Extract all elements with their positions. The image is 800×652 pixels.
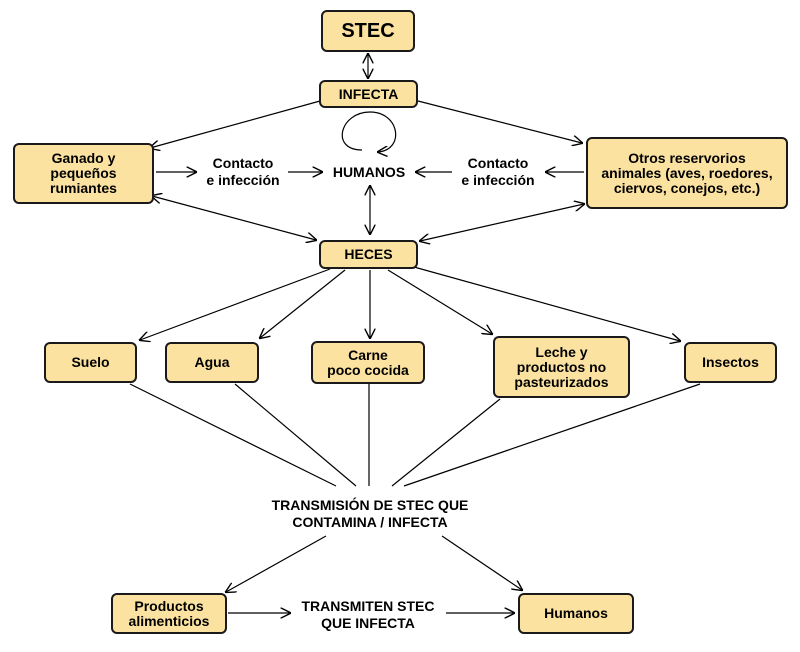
line-suelo-transmision	[129, 383, 337, 487]
suelo-box: Suelo	[44, 342, 137, 383]
contacto-infeccion-left-label: Contacto e infección	[206, 155, 280, 188]
contacto-infeccion-right-label: Contacto e infección	[461, 155, 535, 188]
humanos-self-loop	[341, 111, 397, 152]
arrow-heces-insectos	[413, 266, 680, 341]
arrow-heces-suelo	[140, 268, 331, 340]
insectos-box: Insectos	[684, 342, 777, 383]
line-agua-transmision	[234, 383, 357, 487]
humanos-bottom-box: Humanos	[518, 593, 634, 634]
arrow-infecta-otros	[417, 100, 582, 143]
carne-box: Carne poco cocida	[311, 341, 425, 384]
transmiten-label: TRANSMITEN STEC QUE INFECTA	[301, 598, 435, 631]
arrow-transmision-productos	[226, 535, 327, 592]
transmision-label: TRANSMISIÓN DE STEC QUE CONTAMINA / INFE…	[271, 497, 469, 530]
leche-box: Leche y productos no pasteurizados	[493, 336, 630, 398]
ganado-box: Ganado y pequeños rumiantes	[13, 143, 154, 204]
humanos-center-label: HUMANOS	[332, 163, 406, 180]
arrow-otros-heces	[420, 204, 584, 241]
arrow-ganado-heces	[152, 196, 316, 240]
stec-box: STEC	[321, 10, 415, 52]
line-insectos-transmision	[403, 383, 701, 487]
line-leche-transmision	[391, 398, 501, 487]
infecta-box: INFECTA	[319, 80, 418, 108]
arrow-heces-leche	[387, 269, 492, 334]
arrow-heces-agua	[260, 269, 346, 338]
otros-reservorios-box: Otros reservorios animales (aves, roedor…	[586, 137, 788, 209]
arrow-infecta-ganado	[150, 100, 321, 148]
agua-box: Agua	[165, 342, 259, 383]
arrow-transmision-humanos	[441, 535, 522, 590]
heces-box: HECES	[319, 240, 418, 269]
productos-alimenticios-box: Productos alimenticios	[111, 593, 227, 634]
